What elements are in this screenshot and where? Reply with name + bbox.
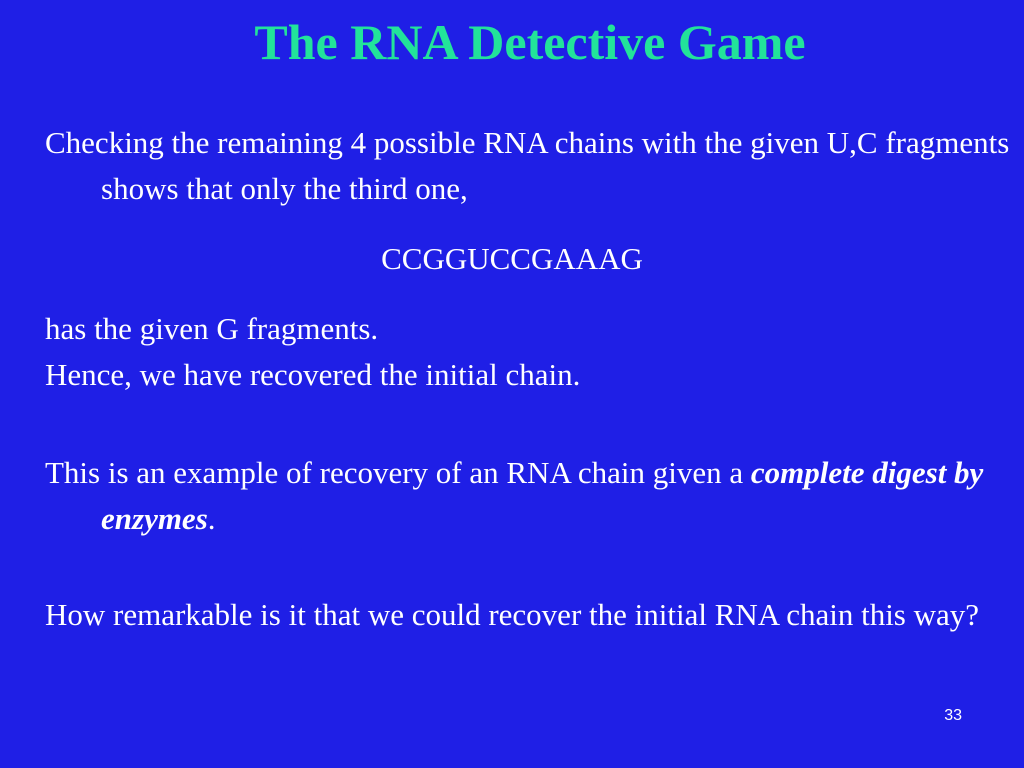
paragraph-example-text: This is an example of recovery of an RNA…: [45, 455, 751, 490]
slide-title: The RNA Detective Game: [254, 14, 806, 70]
emphasis-complete-digest: complete digest by enzymes: [101, 455, 984, 536]
rna-sequence: CCGGUCCGAAAG: [381, 241, 643, 276]
paragraph-example-recovery: This is an example of recovery of an RNA…: [45, 450, 1024, 542]
paragraph-checking-chains: Checking the remaining 4 possible RNA ch…: [45, 125, 1010, 206]
line-recovered-chain: Hence, we have recovered the initial cha…: [45, 357, 581, 392]
page-number: 33: [944, 707, 962, 724]
paragraph-how-remarkable: How remarkable is it that we could recov…: [45, 597, 980, 632]
paragraph-example-period: .: [207, 501, 216, 536]
line-g-fragments: has the given G fragments.: [45, 311, 379, 346]
